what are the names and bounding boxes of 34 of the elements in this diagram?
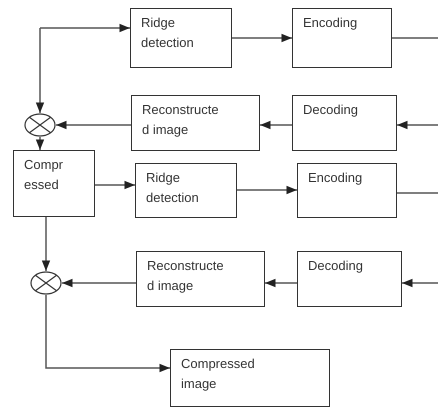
box-label: Compr essed (23, 156, 64, 194)
arrow (42, 217, 50, 271)
arrow (265, 278, 297, 288)
process-box (130, 8, 232, 68)
box-label: Ridge detection (145, 169, 200, 208)
process-box (13, 150, 95, 217)
process-box (292, 8, 392, 68)
box-label: Encoding (307, 169, 364, 187)
box-label: Reconstructe d image (146, 257, 225, 296)
arrow (40, 24, 130, 32)
process-box (297, 251, 402, 307)
box-label: Encoding (302, 14, 358, 32)
box-label: Ridge detection (140, 14, 195, 52)
arrow (45, 295, 170, 372)
arrow (260, 120, 292, 130)
box-label: Decoding (307, 257, 364, 275)
arrow (36, 137, 44, 150)
arrow (232, 34, 292, 42)
box-label: Reconstructe d image (141, 101, 220, 140)
arrow (62, 278, 136, 288)
process-box (136, 251, 265, 307)
process-box (292, 95, 397, 151)
arrow (402, 278, 438, 288)
process-box (135, 163, 237, 218)
arrow (237, 186, 297, 194)
process-box (131, 95, 260, 151)
arrow (397, 120, 438, 130)
arrow (95, 180, 135, 190)
process-box (297, 163, 397, 218)
arrow (36, 28, 44, 113)
process-box (170, 349, 330, 407)
box-label: Compressed image (180, 355, 256, 394)
box-label: Decoding (302, 101, 359, 119)
arrow (56, 120, 131, 130)
